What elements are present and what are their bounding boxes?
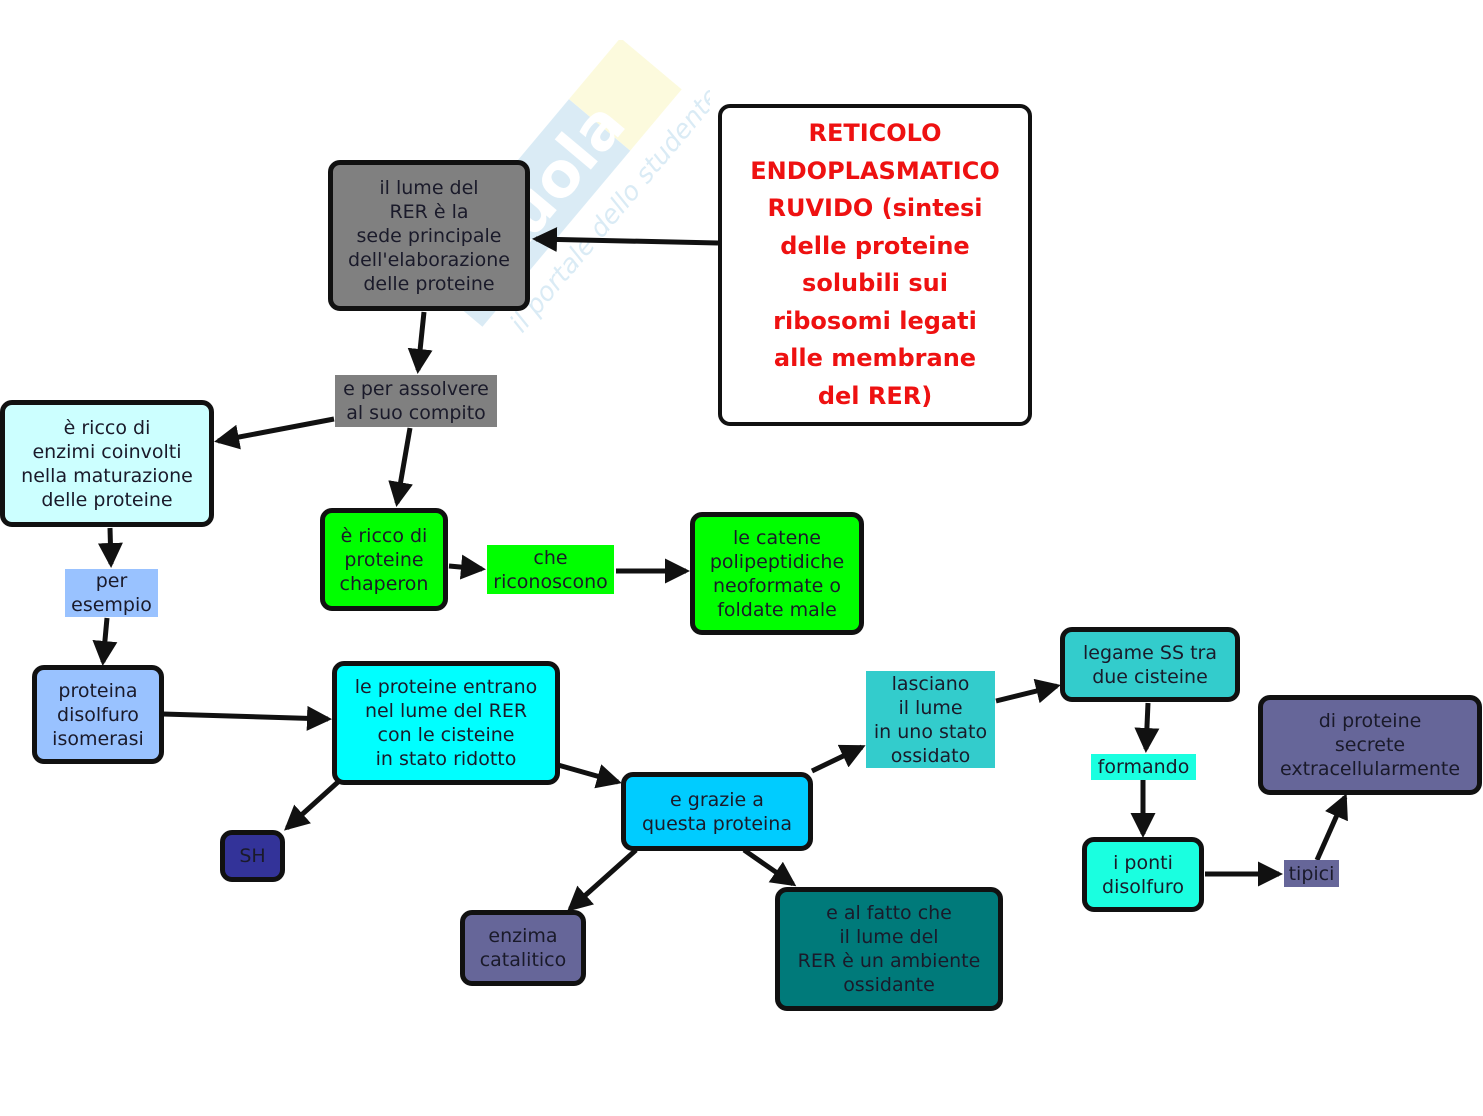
arrow-assolvere-to-enzimi — [214, 416, 335, 450]
link-label-formando[interactable]: formando — [1091, 754, 1196, 780]
node-enzima[interactable]: enzima catalitico — [460, 910, 586, 986]
arrow-lume-to-assolvere — [407, 311, 433, 374]
arrow-tipici-to-secrete — [1314, 793, 1348, 862]
arrow-chaperon-to-riconoscono — [448, 554, 486, 580]
node-legame[interactable]: legame SS tra due cisteine — [1060, 627, 1240, 702]
node-sh[interactable]: SH — [220, 830, 285, 882]
node-grazie[interactable]: e grazie a questa proteina — [621, 772, 813, 851]
link-label-esempio[interactable]: per esempio — [65, 569, 158, 617]
arrow-grazie-to-ossidante — [742, 847, 797, 887]
node-secrete[interactable]: di proteine secrete extracellularmente — [1258, 695, 1482, 795]
arrow-title-to-lume — [532, 226, 719, 252]
link-label-assolvere[interactable]: e per assolvere al suo compito — [335, 375, 497, 427]
arrow-assolvere-to-chaperon — [388, 427, 413, 507]
arrow-pdi-to-entrano — [162, 705, 332, 731]
node-chaperon[interactable]: è ricco di proteine chaperon — [320, 508, 448, 611]
arrow-grazie-to-enzima — [567, 848, 638, 912]
title-node[interactable]: RETICOLO ENDOPLASMATICO RUVIDO (sintesi … — [718, 104, 1032, 426]
arrow-entrano-to-sh — [284, 780, 340, 831]
node-entrano[interactable]: le proteine entrano nel lume del RER con… — [332, 661, 560, 785]
node-ponti[interactable]: i ponti disolfuro — [1082, 837, 1204, 912]
link-label-riconoscono[interactable]: che riconoscono — [487, 545, 614, 594]
arrow-entrano-to-grazie — [557, 762, 622, 789]
arrow-lasciano-to-legame — [995, 678, 1061, 704]
node-pdi[interactable]: proteina disolfuro isomerasi — [32, 665, 164, 764]
node-enzimi[interactable]: è ricco di enzimi coinvolti nella matura… — [0, 400, 214, 527]
link-label-tipici[interactable]: tipici — [1284, 860, 1339, 887]
arrow-legame-to-formando — [1134, 702, 1160, 753]
node-catene[interactable]: le catene polipeptidiche neoformate o fo… — [690, 512, 864, 635]
node-lume[interactable]: il lume del RER è la sede principale del… — [328, 160, 530, 311]
node-ossidante[interactable]: e al fatto che il lume del RER è un ambi… — [775, 887, 1003, 1011]
arrow-esempio-to-pdi — [92, 617, 118, 666]
arrow-grazie-to-lasciano — [810, 744, 866, 774]
link-label-lasciano[interactable]: lasciano il lume in uno stato ossidato — [866, 671, 995, 768]
arrow-enzimi-to-esempio — [97, 527, 123, 568]
